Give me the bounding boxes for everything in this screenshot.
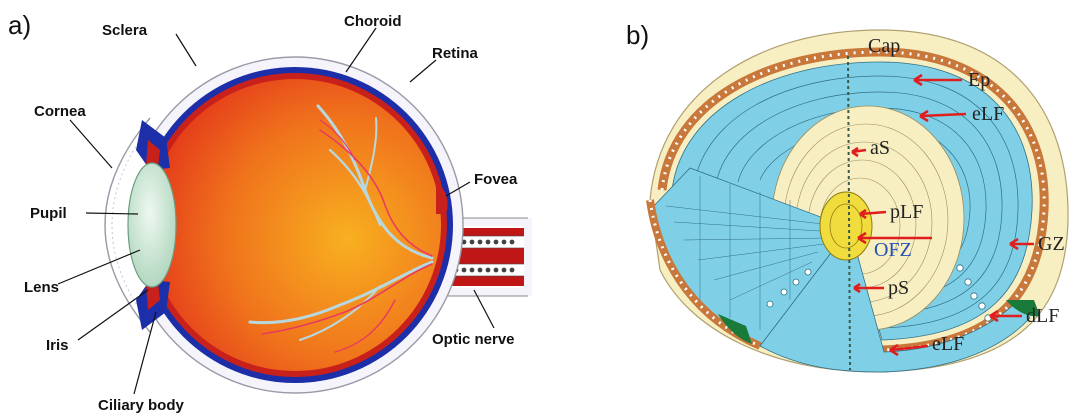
label-cornea: Cornea [34, 103, 86, 120]
label-optic-nerve: Optic nerve [432, 331, 515, 348]
label-as: aS [870, 137, 890, 159]
label-dlf: dLF [1026, 305, 1059, 327]
label-choroid: Choroid [344, 13, 402, 30]
label-ofz: OFZ [874, 239, 912, 261]
label-fovea: Fovea [474, 171, 518, 188]
label-iris: Iris [46, 337, 69, 354]
label-gz: GZ [1038, 233, 1065, 255]
panel-a-label: a) [8, 10, 31, 40]
label-plf: pLF [890, 201, 923, 223]
lens-nucleus [820, 192, 872, 260]
label-pupil: Pupil [30, 205, 67, 222]
lens-shape [128, 163, 176, 287]
label-elf-lower: eLF [932, 333, 964, 355]
label-ps: pS [888, 277, 909, 299]
label-ep: Ep [968, 69, 990, 91]
panel-a: a) [8, 10, 528, 414]
label-cap: Cap [868, 35, 900, 57]
label-sclera: Sclera [102, 22, 148, 39]
label-lens: Lens [24, 279, 59, 296]
panel-b: b) [626, 20, 1068, 372]
panel-b-label: b) [626, 20, 649, 50]
label-ciliary-body: Ciliary body [98, 397, 185, 414]
label-retina: Retina [432, 45, 479, 62]
label-elf-upper: eLF [972, 103, 1004, 125]
